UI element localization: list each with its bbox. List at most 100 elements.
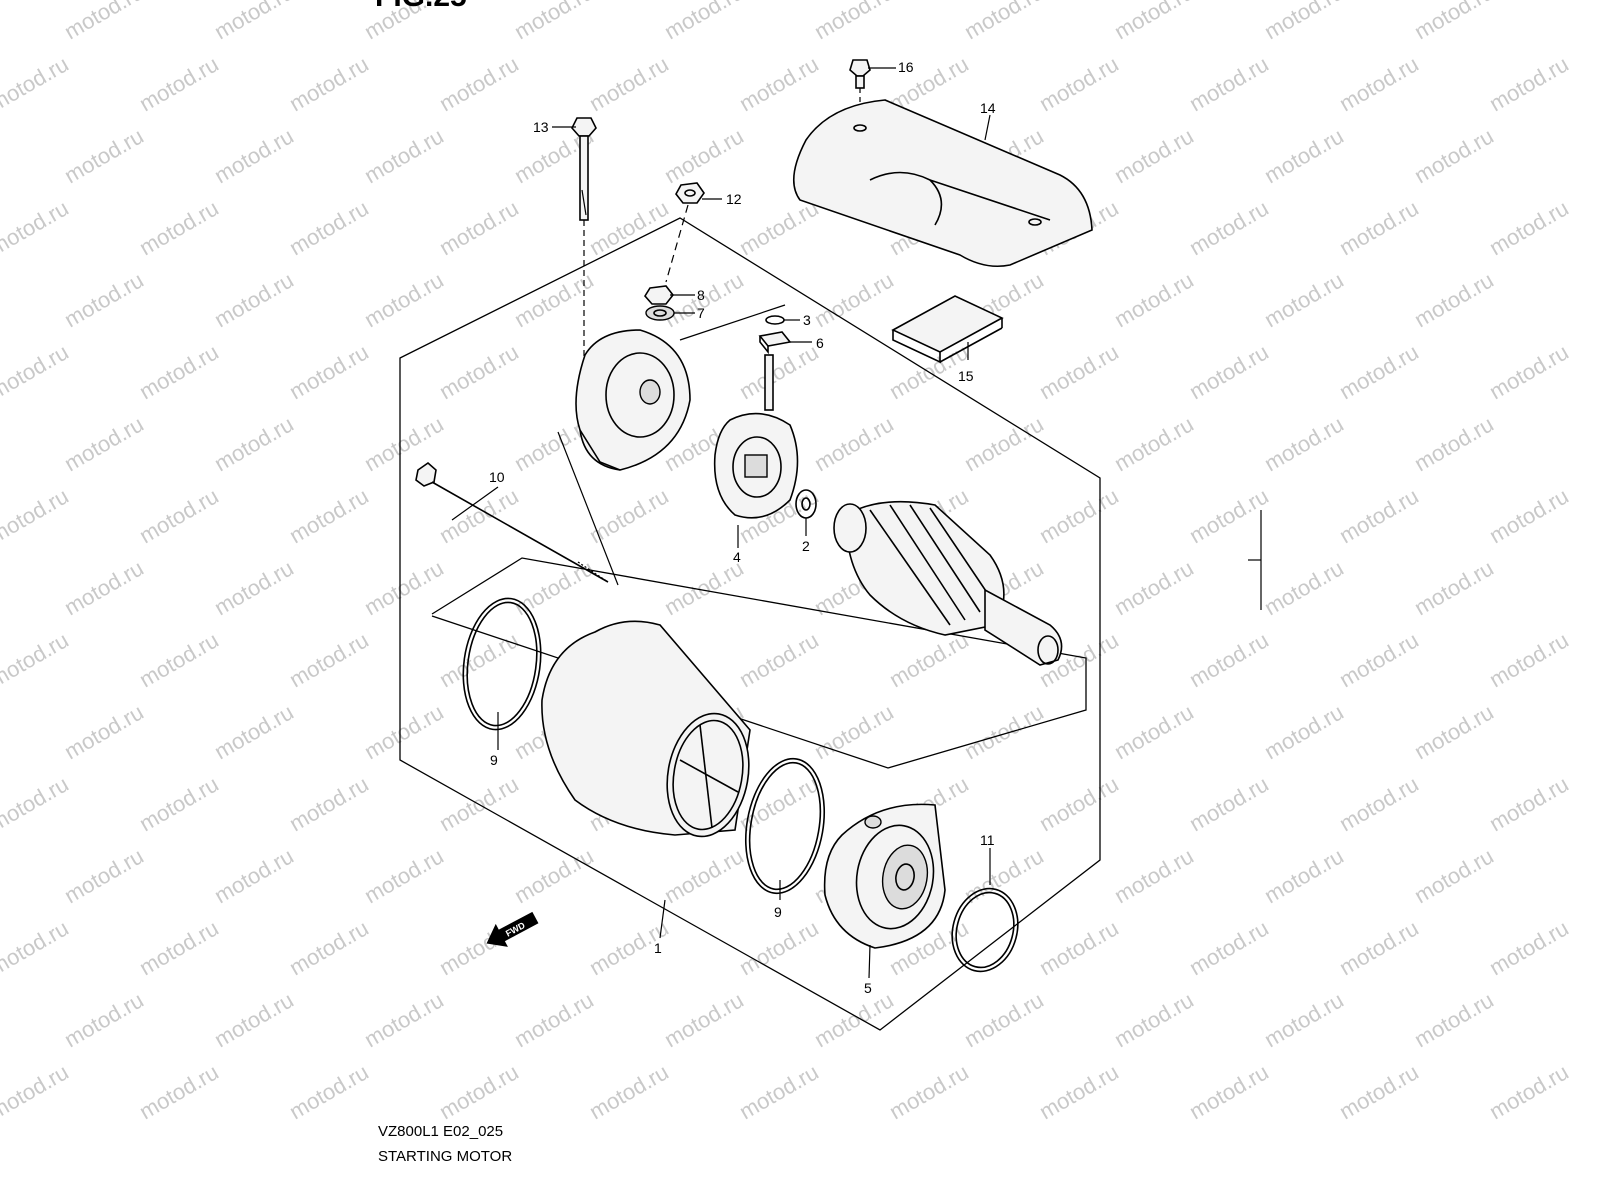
callout-5: 5: [864, 980, 872, 996]
watermark-text: motod.ru: [735, 339, 823, 404]
part-16-bolt: [849, 59, 871, 120]
watermark-text: motod.ru: [0, 483, 73, 548]
part-rear-housing: [557, 304, 786, 586]
watermark-text: motod.ru: [1335, 915, 1423, 980]
watermark-text: motod.ru: [510, 987, 598, 1052]
part-7-washer: [645, 305, 675, 321]
watermark-text: motod.ru: [0, 339, 73, 404]
watermark-text: motod.ru: [285, 483, 373, 548]
watermark-text: motod.ru: [1035, 1059, 1123, 1124]
watermark-text: motod.ru: [1185, 339, 1273, 404]
watermark-text: motod.ru: [960, 411, 1048, 476]
part-9-oring-left: [462, 597, 542, 731]
watermark-text: motod.ru: [135, 627, 223, 692]
watermark-text: motod.ru: [210, 0, 298, 44]
watermark-text: motod.ru: [1410, 123, 1498, 188]
part-9-oring-right: [744, 757, 826, 895]
watermark-text: motod.ru: [0, 195, 73, 260]
watermark-text: motod.ru: [1335, 1059, 1423, 1124]
part-4-brush-holder: [713, 354, 799, 519]
watermark-text: motod.ru: [1110, 555, 1198, 620]
callout-1: 1: [654, 940, 662, 956]
watermark-text: motod.ru: [1185, 627, 1273, 692]
watermark-text: motod.ru: [960, 0, 1048, 44]
watermark-text: motod.ru: [60, 699, 148, 764]
part-5-front-housing: [823, 803, 946, 949]
watermark-text: motod.ru: [0, 627, 73, 692]
watermark-text: motod.ru: [1110, 0, 1198, 44]
watermark-text: motod.ru: [1260, 267, 1348, 332]
watermark-text: motod.ru: [60, 843, 148, 908]
part-14-cover: [792, 99, 1093, 268]
assembly-box-outline: [399, 217, 1101, 1031]
watermark-text: motod.ru: [810, 987, 898, 1052]
diagram-code: VZ800L1 E02_025: [378, 1123, 504, 1140]
watermark-text: motod.ru: [735, 1059, 823, 1124]
watermark-text: motod.ru: [135, 339, 223, 404]
watermark-text: motod.ru: [1485, 771, 1573, 836]
watermark-text: motod.ru: [435, 1059, 523, 1124]
watermark-text: motod.ru: [660, 843, 748, 908]
watermark-text: motod.ru: [435, 483, 523, 548]
watermark-text: motod.ru: [1110, 699, 1198, 764]
watermark-text: motod.ru: [660, 0, 748, 44]
watermark-text: motod.ru: [1335, 339, 1423, 404]
watermark-text: motod.ru: [1260, 987, 1348, 1052]
watermark-text: motod.ru: [285, 627, 373, 692]
watermark-text: motod.ru: [1335, 483, 1423, 548]
watermark-text: motod.ru: [1410, 411, 1498, 476]
watermark-text: motod.ru: [1485, 627, 1573, 692]
watermark-text: motod.ru: [585, 51, 673, 116]
part-8-nut: [644, 285, 675, 305]
part-11-oring: [951, 887, 1019, 973]
watermark-text: motod.ru: [210, 411, 298, 476]
watermark-layer: motod.ru motod.ru motod.ru motod.ru motod.ru…: [0, 0, 1573, 1124]
watermark-text: motod.ru: [1260, 555, 1348, 620]
assembly-frame: [399, 217, 1101, 1031]
figure-title: FIG.25: [375, 0, 467, 13]
watermark-text: motod.ru: [285, 339, 373, 404]
watermark-text: motod.ru: [210, 123, 298, 188]
watermark-text: motod.ru: [210, 555, 298, 620]
watermark-text: motod.ru: [1410, 843, 1498, 908]
watermark-text: motod.ru: [735, 627, 823, 692]
watermark-text: motod.ru: [1260, 699, 1348, 764]
watermark-text: motod.ru: [60, 411, 148, 476]
watermark-text: motod.ru: [360, 411, 448, 476]
watermark-text: motod.ru: [1035, 51, 1123, 116]
watermark-text: motod.ru: [660, 987, 748, 1052]
watermark-text: motod.ru: [585, 483, 673, 548]
watermark-text: motod.ru: [285, 915, 373, 980]
callout-9-left: 9: [490, 752, 498, 768]
watermark-text: motod.ru: [60, 0, 148, 44]
watermark-text: motod.ru: [0, 771, 73, 836]
watermark-text: motod.ru: [1110, 411, 1198, 476]
watermark-text: motod.ru: [360, 123, 448, 188]
watermark-text: motod.ru: [1035, 339, 1123, 404]
leader-lines: [451, 67, 991, 979]
watermark-text: motod.ru: [585, 1059, 673, 1124]
watermark-text: motod.ru: [210, 843, 298, 908]
watermark-text: motod.ru: [660, 123, 748, 188]
watermark-text: motod.ru: [960, 987, 1048, 1052]
watermark-text: motod.ru: [1410, 987, 1498, 1052]
watermark-text: motod.ru: [135, 1059, 223, 1124]
watermark-text: motod.ru: [1335, 627, 1423, 692]
watermark-text: motod.ru: [810, 0, 898, 44]
watermark-text: motod.ru: [435, 627, 523, 692]
part-yoke: [541, 620, 751, 838]
watermark-text: motod.ru: [1260, 843, 1348, 908]
watermark-text: motod.ru: [135, 51, 223, 116]
callout-7: 7: [697, 305, 705, 321]
watermark-text: motod.ru: [885, 1059, 973, 1124]
watermark-text: motod.ru: [360, 267, 448, 332]
side-marker: [1248, 510, 1262, 610]
part-13-bolt: [571, 117, 597, 360]
watermark-text: motod.ru: [285, 771, 373, 836]
watermark-text: motod.ru: [510, 843, 598, 908]
part-12-nut: [665, 182, 705, 283]
watermark-text: motod.ru: [360, 699, 448, 764]
part-10-through-bolt: [415, 461, 609, 583]
watermark-text: motod.ru: [435, 339, 523, 404]
